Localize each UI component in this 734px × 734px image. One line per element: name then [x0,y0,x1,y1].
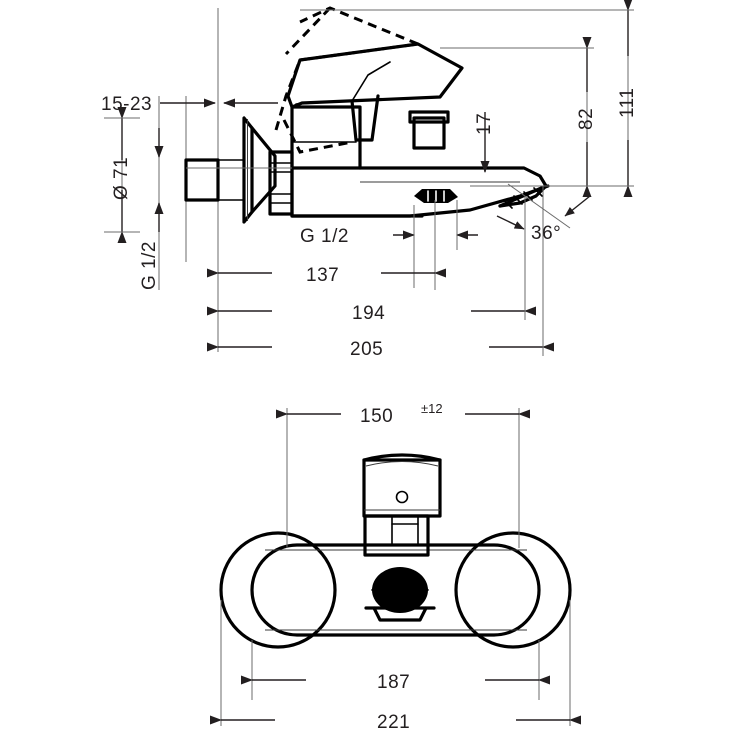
dim-label-d71: Ø 71 [111,157,132,200]
spout-tip [498,184,548,208]
lever-handle-body [286,42,464,109]
dim-label-137: 137 [306,265,339,286]
dim-label-15-23: 15-23 [101,94,152,115]
lever-raised-outline-edge [284,6,332,56]
left-escutcheon [219,531,337,649]
connection-nut [268,150,294,216]
side-view-geometry [158,6,550,352]
escutcheon-cone [250,126,277,214]
lever-raised-outline-top [299,6,419,46]
lever-handle-top-inner [365,461,439,467]
dim-label-36: 36° [531,223,561,244]
dim-label-111: 111 [617,88,638,118]
shower-outlet-stub [412,116,446,150]
front-view-dimensions: 150 ±12 187 221 [210,401,581,733]
aerator-hatch [503,187,543,209]
dim-label-221: 221 [377,712,410,733]
lever-handle-crease [295,61,391,105]
shower-outlet-collar [408,110,450,124]
mixer-body-upper [290,105,362,170]
lever-handle-front [362,458,442,518]
lever-raised-outline-lower [282,119,353,154]
dim-label-150: 150 [360,406,393,427]
dim-label-g12-left: G 1/2 [139,241,160,290]
handle-neck-inner [391,515,419,546]
lever-raised-outline-rear [274,42,419,131]
dim-36-angle-line [507,183,571,229]
diverter-button-ribs [427,190,445,202]
dim-36-leader-right [564,195,591,217]
dim-label-194: 194 [352,303,385,324]
dim-label-187: 187 [377,672,410,693]
side-view-dimensions: 15-23 Ø 71 G 1/2 G 1/2 17 82 111 [101,0,638,360]
dim-label-17: 17 [474,113,495,135]
index-marker-hole [395,490,409,504]
diverter-knob-front [372,567,428,613]
lever-handle-top-curve [362,453,442,462]
dim-label-g12-center: G 1/2 [300,226,349,247]
spout-top-profile [358,166,548,188]
mixer-body-lower [290,166,424,218]
dim-36-leader-left [496,215,525,230]
right-escutcheon [454,531,572,649]
dim-label-tolerance-12: ±12 [421,401,443,416]
diverter-knob-highlight [371,577,429,591]
wall-inlet-boss [184,158,220,202]
dim-label-82: 82 [576,108,597,130]
dim-label-205: 205 [350,339,383,360]
diverter-knob-base [372,606,428,622]
front-view-geometry [219,453,572,649]
lever-grip-front [350,94,380,142]
